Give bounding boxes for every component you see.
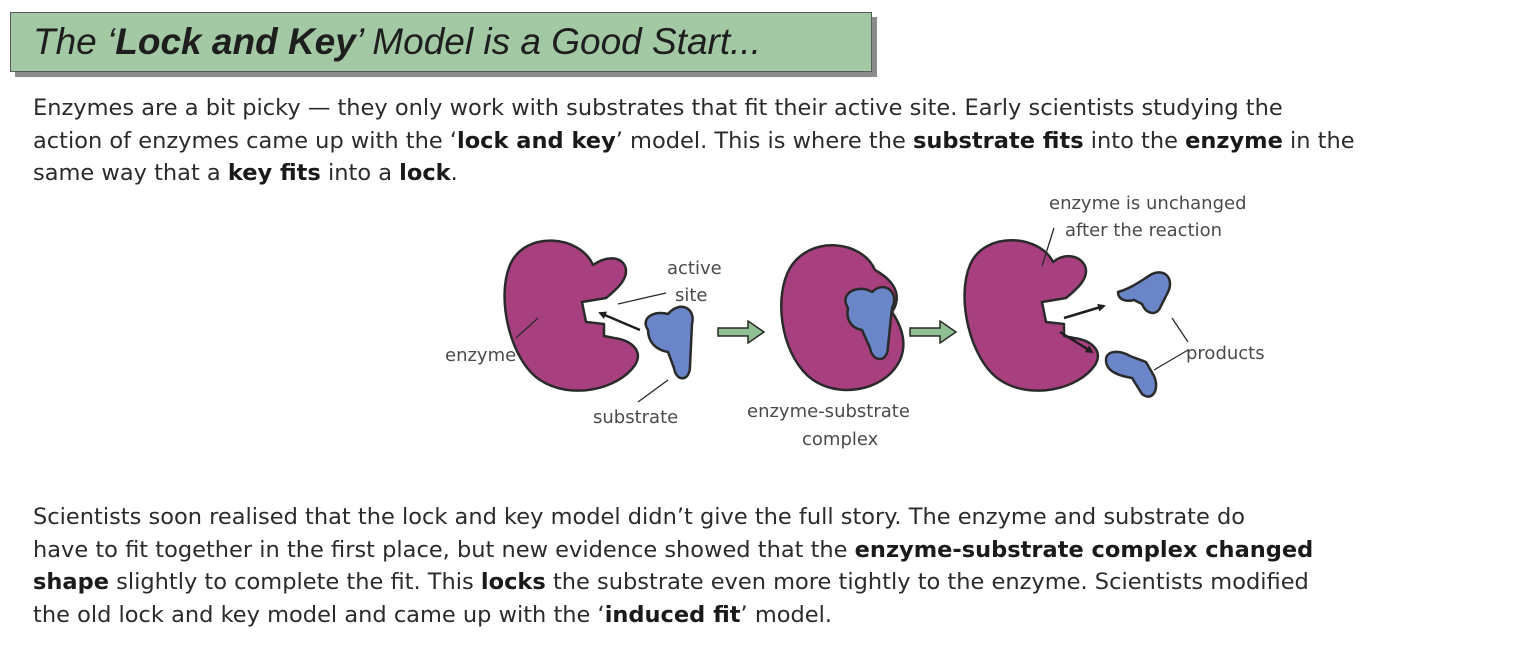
active-site-label-2: site [675,285,708,306]
bold-run: substrate fits [913,127,1084,154]
text-run: same way that a [33,160,228,186]
released-enzyme-shape [963,239,1100,392]
para2-line-1: Scientists soon realised that the lock a… [33,504,1246,530]
active-site-pointer [617,292,667,305]
text-run: the old lock and key model and came up w… [33,601,605,628]
title-bold: Lock and Key [115,21,356,62]
bold-run: lock [399,160,451,186]
section-title: The ‘Lock and Key’ Model is a Good Start… [33,21,761,63]
bold-run: induced fit [604,601,741,628]
intro-line-1: Enzymes are a bit picky — they only work… [33,95,1283,121]
step-arrow-2 [909,319,958,345]
title-post: ’ Model is a Good Start... [355,21,761,62]
text-run: in the [1282,127,1355,154]
binding-arrow [598,311,641,332]
section-title-banner: The ‘Lock and Key’ Model is a Good Start… [10,12,872,72]
product-1-shape [1116,271,1172,315]
bold-run: shape [33,569,109,595]
enzyme-pointer [515,317,539,339]
text-run: have to fit together in the first place,… [33,536,855,563]
enzyme-body [503,239,640,392]
text-run: ’ model. [740,601,833,628]
complex-substrate-shape [844,285,896,361]
bold-run: lock and key [457,127,616,154]
bold-run: enzyme [1185,127,1283,154]
substrate-pointer [637,379,669,403]
text-run: ’ model. This is where the [615,127,913,154]
unchanged-label-2: after the reaction [1065,220,1222,241]
text-run: . [450,160,458,186]
induced-fit-paragraph: Scientists soon realised that the lock a… [33,501,1313,631]
substrate-label: substrate [593,407,678,428]
intro-paragraph: Enzymes are a bit picky — they only work… [33,92,1355,190]
enzyme-label: enzyme [445,345,516,366]
text-run: into a [320,160,400,186]
bold-run: key fits [227,160,321,186]
active-site-label-1: active [667,258,722,279]
text-run: into the [1083,127,1186,154]
substrate-shape [644,305,694,380]
complex-label-1: enzyme-substrate [747,401,910,422]
products-label: products [1186,343,1265,364]
complex-label-2: complex [802,429,879,450]
text-run: action of enzymes came up with the ‘ [33,127,457,154]
para2-line-4: the old lock and key model and came up w… [33,599,1313,632]
unchanged-label-1: enzyme is unchanged [1049,193,1247,214]
products-pointer-1 [1171,317,1189,343]
product-arrow-up [1063,303,1106,320]
bold-run: enzyme-substrate complex changed [854,536,1314,563]
product-arrow-down [1059,330,1094,354]
para2-line-3: shape slightly to complete the fit. This… [33,566,1313,599]
text-run: slightly to complete the fit. This [108,569,481,595]
product-2-shape [1104,350,1158,398]
products-pointer-2 [1153,349,1189,371]
text-run: the substrate even more tightly to the e… [545,569,1309,595]
title-pre: The ‘ [33,21,116,62]
unchanged-pointer [1041,227,1055,267]
bold-run: locks [480,569,546,595]
para2-line-2: have to fit together in the first place,… [33,534,1313,567]
intro-line-3: same way that a key fits into a lock. [33,157,1355,190]
lock-and-key-diagram: active site enzyme substrate enzyme-subs… [445,193,1265,450]
intro-line-2: action of enzymes came up with the ‘lock… [33,125,1355,158]
step-arrow-1 [717,319,766,345]
